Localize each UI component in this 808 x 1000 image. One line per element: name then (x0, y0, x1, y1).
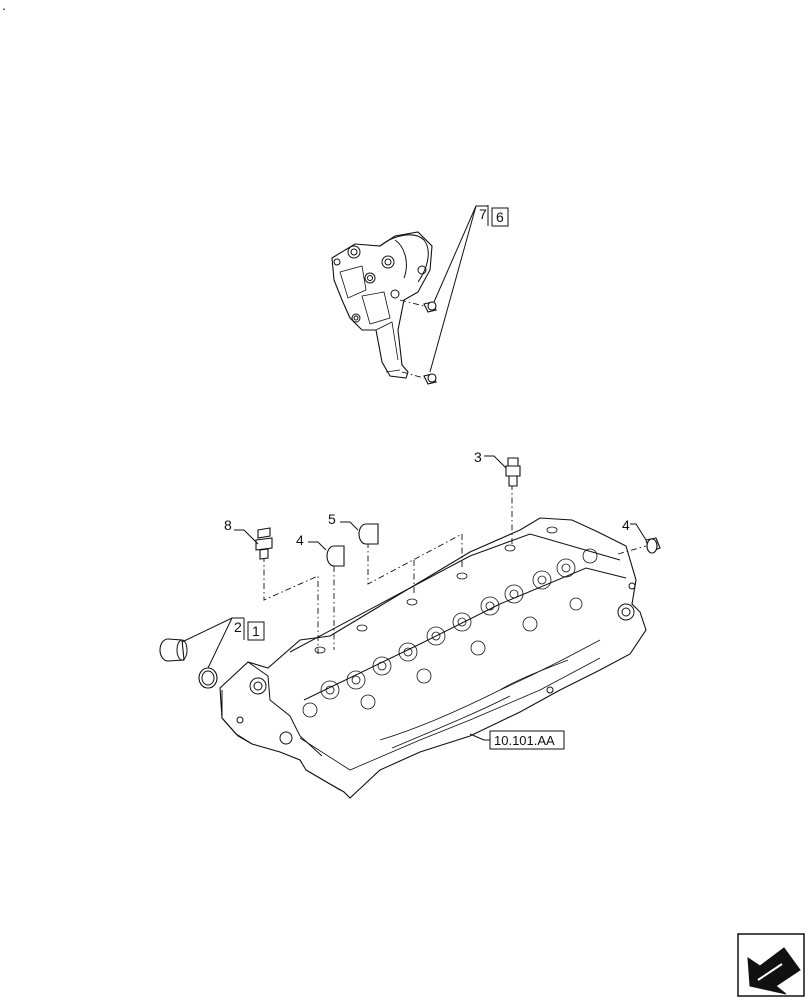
callout-4-right-label: 4 (622, 517, 630, 533)
plug-4-right: 4 (622, 517, 661, 554)
callout-2: 2 1 (181, 617, 265, 669)
reference-label: 10.101.AA (469, 730, 565, 750)
plug-4-left: 4 (296, 532, 345, 567)
callout-1-label: 1 (252, 623, 260, 639)
cylinder-head (219, 517, 647, 799)
callout-7: 7 6 (429, 205, 509, 373)
callout-5-label: 5 (328, 511, 336, 527)
fitting-3: 3 (474, 449, 521, 487)
callout-6-label: 6 (496, 209, 504, 225)
plug-2 (159, 638, 188, 662)
pump-bracket-assembly (331, 231, 433, 379)
callout-3-label: 3 (474, 449, 482, 465)
screw-7-lower (423, 373, 437, 385)
callout-8-label: 8 (224, 517, 232, 533)
callout-2-label: 2 (234, 619, 242, 635)
screw-7-upper (423, 301, 437, 313)
reference-code: 10.101.AA (494, 733, 555, 748)
plug-5: 5 (328, 511, 379, 545)
next-page-arrow-icon[interactable] (737, 933, 805, 997)
fitting-8: 8 (224, 517, 273, 560)
callout-4-left-label: 4 (296, 532, 304, 548)
callout-7-label: 7 (479, 206, 487, 222)
o-ring-2 (198, 667, 218, 689)
corner-mark: . (2, 0, 6, 13)
